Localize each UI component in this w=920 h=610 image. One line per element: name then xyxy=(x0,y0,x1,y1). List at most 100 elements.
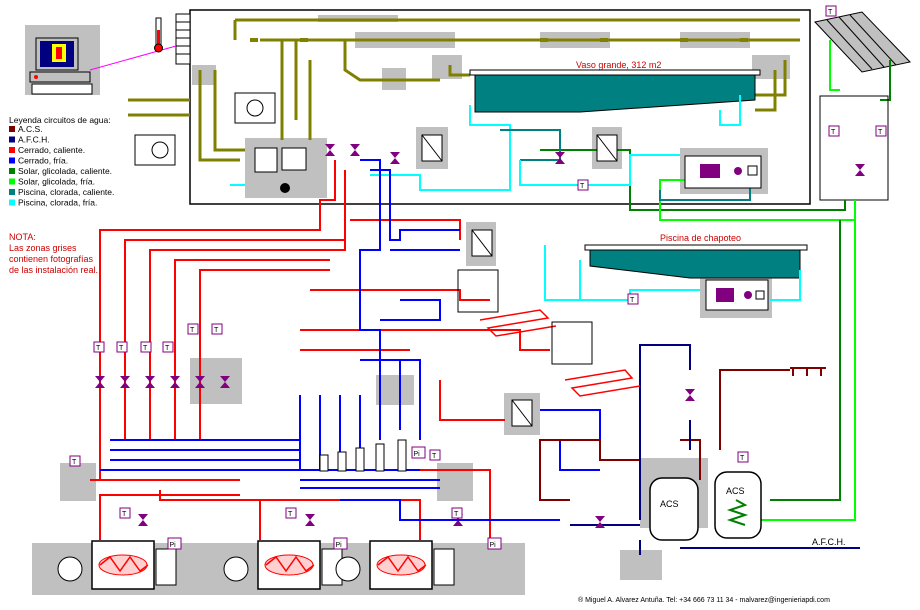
acs-circuit xyxy=(539,369,790,501)
pump-icon xyxy=(453,520,463,526)
pump-icon xyxy=(555,158,565,164)
boiler xyxy=(57,540,177,590)
legend-swatch xyxy=(9,168,15,174)
pump-icon xyxy=(855,164,865,170)
pump-icon xyxy=(170,376,180,382)
pressure-gauge-icon: Pi xyxy=(167,537,182,550)
pump-icon xyxy=(855,170,865,176)
cold-circuit xyxy=(100,159,601,521)
legend-item-label: Piscina, clorada, caliente. xyxy=(18,187,114,197)
pump-icon xyxy=(390,152,400,158)
temperature-sensor-icon: T xyxy=(162,341,174,353)
wall-hatch xyxy=(175,13,191,65)
solar-circuit xyxy=(540,40,891,521)
temperature-sensor-icon: T xyxy=(285,507,297,519)
note-line-1: NOTA: xyxy=(9,232,36,242)
temperature-sensor-icon: T xyxy=(116,341,128,353)
building-outline xyxy=(189,9,811,205)
pressure-gauge-label: Pi xyxy=(170,542,177,549)
legend-swatch xyxy=(9,178,15,185)
temperature-sensor-label: T xyxy=(119,345,124,352)
pump-icon xyxy=(350,150,360,156)
pump-icon xyxy=(305,514,315,520)
note-line-2: Las zonas grises xyxy=(9,243,77,253)
pump-icon xyxy=(170,382,180,388)
pool-filter-kids xyxy=(705,279,769,311)
legend-item-label: A.C.S. xyxy=(18,124,43,134)
temperature-sensor-icon: T xyxy=(211,323,223,335)
temperature-sensor-label: T xyxy=(96,345,101,352)
legend-item-label: Piscina, clorada, fría. xyxy=(18,198,97,208)
legend-swatch xyxy=(9,136,15,143)
pump-icon xyxy=(138,514,148,520)
temperature-sensor-label: T xyxy=(432,453,437,460)
acs-tank-1: ACS xyxy=(649,477,699,541)
temperature-sensor-icon: T xyxy=(451,507,463,519)
main-pool-label: Vaso grande, 312 m2 xyxy=(576,60,661,70)
temperature-sensor-label: T xyxy=(72,459,77,466)
pump-icon xyxy=(120,376,130,382)
temperature-sensor-label: T xyxy=(122,511,127,518)
temperature-sensor-icon: T xyxy=(875,125,887,137)
heat-exchangers xyxy=(421,134,618,427)
pump-icon xyxy=(120,382,130,388)
legend-item-label: Cerrado, fría. xyxy=(18,156,68,166)
pump-icon xyxy=(138,520,148,526)
note: NOTA: Las zonas grises contienen fotogra… xyxy=(9,232,98,275)
temperature-sensor-label: T xyxy=(878,129,883,136)
pump-icon xyxy=(195,376,205,382)
note-line-3: contienen fotografías xyxy=(9,254,94,264)
pump-icon xyxy=(390,158,400,164)
temperature-sensor-label: T xyxy=(143,345,148,352)
afch-circuit xyxy=(570,344,860,555)
legend-swatch xyxy=(9,189,15,195)
temperature-sensor-label: T xyxy=(740,455,745,462)
control-computer-icon xyxy=(29,37,93,95)
pump-icon xyxy=(95,382,105,388)
pump-icon xyxy=(595,522,605,528)
footer-credit: ® Miguel A. Alvarez Antuña. Tel: +34 666… xyxy=(578,596,830,604)
boilers xyxy=(57,540,455,590)
pressure-gauge-icon: Pi xyxy=(487,537,502,550)
legend-item-label: Solar, glicolada, caliente. xyxy=(18,166,112,176)
air-handler-unit xyxy=(134,92,307,193)
control-link xyxy=(89,45,177,71)
pressure-gauge-label: Pi xyxy=(414,451,421,458)
temperature-sensor-label: T xyxy=(165,345,170,352)
pump-icon xyxy=(145,376,155,382)
pump-icon xyxy=(685,395,695,401)
solar-collector xyxy=(814,11,911,73)
acs-tank-2-label: ACS xyxy=(726,486,745,496)
legend-swatch xyxy=(9,126,15,132)
temperature-sensor-label: T xyxy=(831,129,836,136)
hot-circuit xyxy=(90,160,550,540)
air-ducts xyxy=(128,18,800,162)
temperature-sensor-icon: T xyxy=(119,507,131,519)
temperature-sensor-icon: T xyxy=(577,179,589,191)
manifold-valves xyxy=(319,439,407,472)
pump-icon xyxy=(325,150,335,156)
pool-filter-main xyxy=(684,155,762,189)
pressure-gauge-label: Pi xyxy=(336,542,343,549)
kids-pool: Piscina de chapoteo xyxy=(584,233,808,279)
pump-icon xyxy=(220,382,230,388)
boiler xyxy=(335,540,455,590)
underfloor-heating xyxy=(457,269,641,397)
outlet-taps xyxy=(790,367,826,376)
legend-swatch xyxy=(9,157,15,164)
pressure-gauge-icon: Pi xyxy=(333,537,348,550)
pump-icon xyxy=(555,152,565,158)
legend-swatch xyxy=(9,147,15,153)
temperature-sensor-icon: T xyxy=(93,341,105,353)
temperature-sensor-label: T xyxy=(828,9,833,16)
pump-icon xyxy=(95,376,105,382)
afch-label: A.F.C.H. xyxy=(812,537,846,547)
pump-icon xyxy=(595,516,605,522)
pump-icon xyxy=(350,144,360,150)
legend-item-label: Solar, glicolada, fría. xyxy=(18,177,95,187)
legend: Leyenda circuitos de agua: A.C.S.A.F.C.H… xyxy=(9,115,114,208)
temperature-sensor-icon: T xyxy=(187,323,199,335)
temperature-sensor-icon: T xyxy=(140,341,152,353)
legend-item-label: A.F.C.H. xyxy=(18,135,50,145)
